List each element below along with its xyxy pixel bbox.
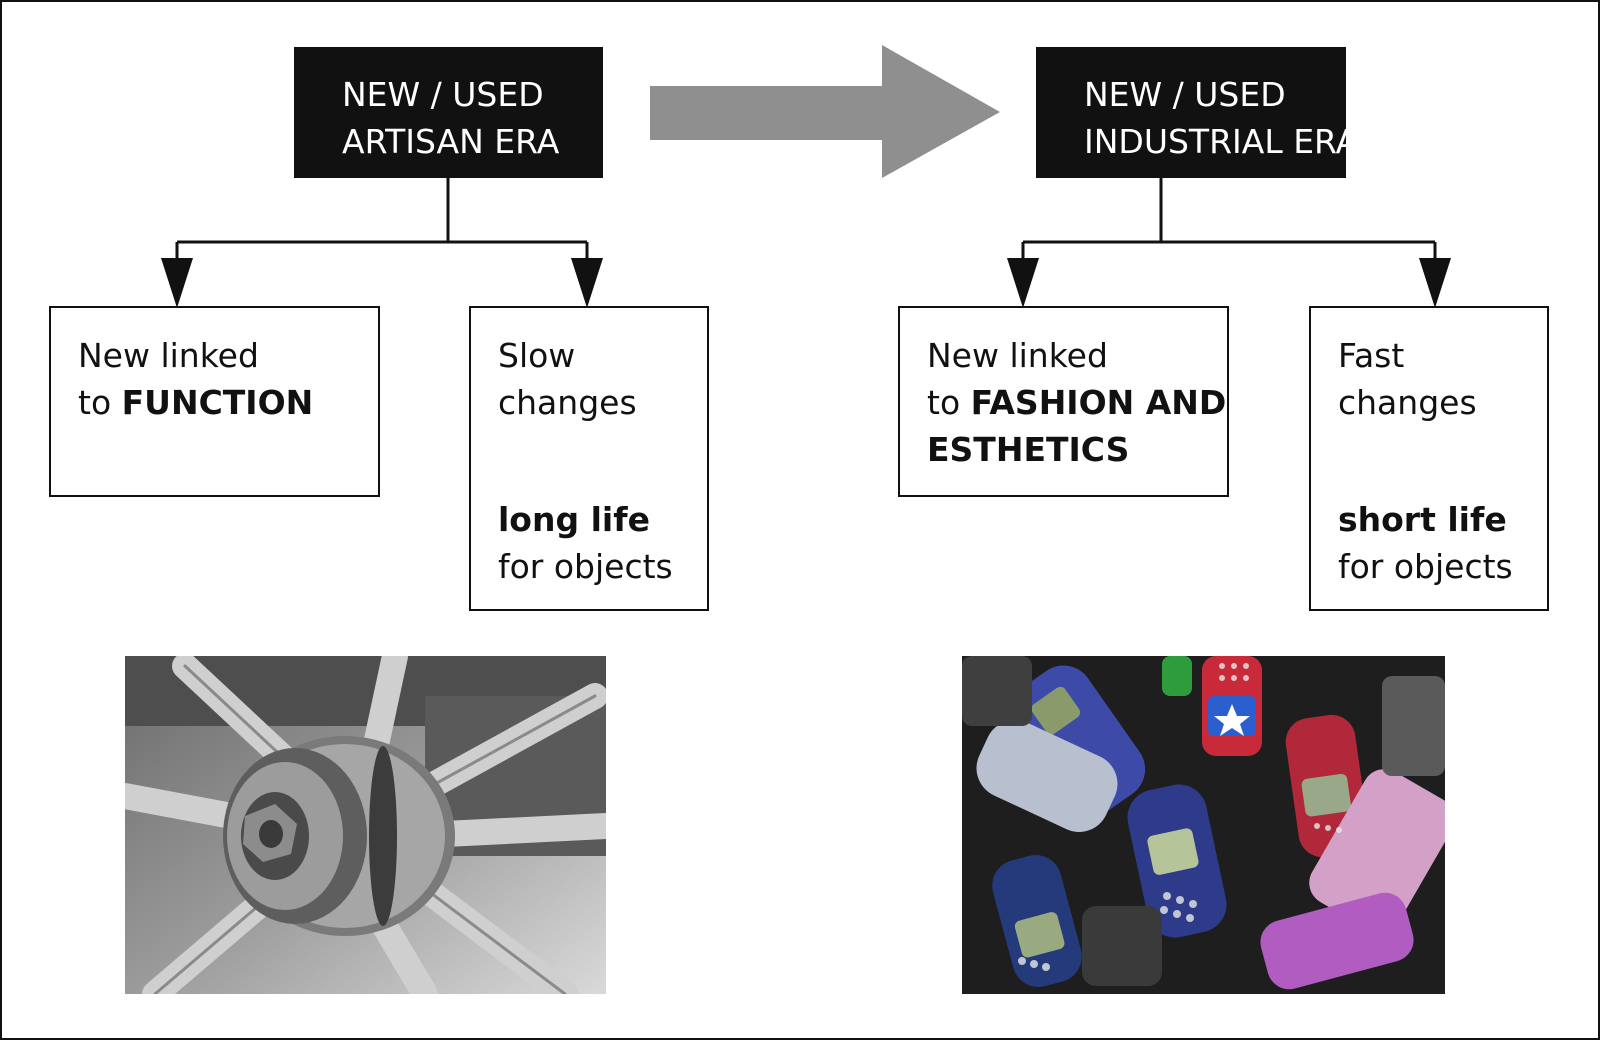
artisan-title-line2: ARTISAN ERA (342, 122, 560, 161)
artisan-era-box: NEW / USED ARTISAN ERA (294, 47, 603, 178)
industrial-function-keyword2: ESTHETICS (927, 430, 1130, 469)
artisan-function-line2: to FUNCTION (78, 379, 378, 426)
industrial-connector (1021, 178, 1437, 262)
industrial-function-line3: ESTHETICS (927, 426, 1227, 473)
artisan-change-box: Slow changes long life for objects (469, 306, 709, 611)
artisan-title-line1: NEW / USED (342, 75, 544, 114)
artisan-function-keyword: FUNCTION (121, 383, 314, 422)
artisan-life-rest: for objects (498, 547, 673, 586)
industrial-change-line2: changes (1338, 383, 1477, 422)
industrial-title-line2: INDUSTRIAL ERA (1084, 122, 1359, 161)
arrowhead-down (571, 258, 603, 308)
arrowhead-down (1007, 258, 1039, 308)
artisan-connector (175, 178, 589, 262)
transition-arrow (650, 45, 1000, 178)
industrial-life-rest: for objects (1338, 547, 1513, 586)
industrial-function-prefix: to (927, 383, 971, 422)
industrial-function-box: New linked to FASHION AND ESTHETICS (898, 306, 1229, 497)
industrial-era-box: NEW / USED INDUSTRIAL ERA (1036, 47, 1359, 178)
artisan-function-prefix: to (78, 383, 122, 422)
artisan-change-line1: Slow (498, 336, 576, 375)
industrial-title-line1: NEW / USED (1084, 75, 1286, 114)
artisan-function-line1: New linked (78, 336, 259, 375)
industrial-function-line1: New linked (927, 336, 1108, 375)
industrial-function-line2: to FASHION AND (927, 379, 1227, 426)
artisan-change-line2: changes (498, 383, 637, 422)
industrial-life-keyword: short life (1338, 496, 1547, 543)
industrial-change-line1: Fast (1338, 336, 1405, 375)
artisan-life-keyword: long life (498, 496, 707, 543)
arrowhead-down (1419, 258, 1451, 308)
artisan-life-bold: long life (498, 500, 650, 539)
industrial-function-keyword: FASHION AND (970, 383, 1227, 422)
arrowhead-down (161, 258, 193, 308)
industrial-life-bold: short life (1338, 500, 1507, 539)
industrial-change-box: Fast changes short life for objects (1309, 306, 1549, 611)
mobile-phones-pile-photo (962, 656, 1445, 994)
wagon-wheel-photo (125, 656, 606, 994)
artisan-function-box: New linked to FUNCTION (49, 306, 380, 497)
